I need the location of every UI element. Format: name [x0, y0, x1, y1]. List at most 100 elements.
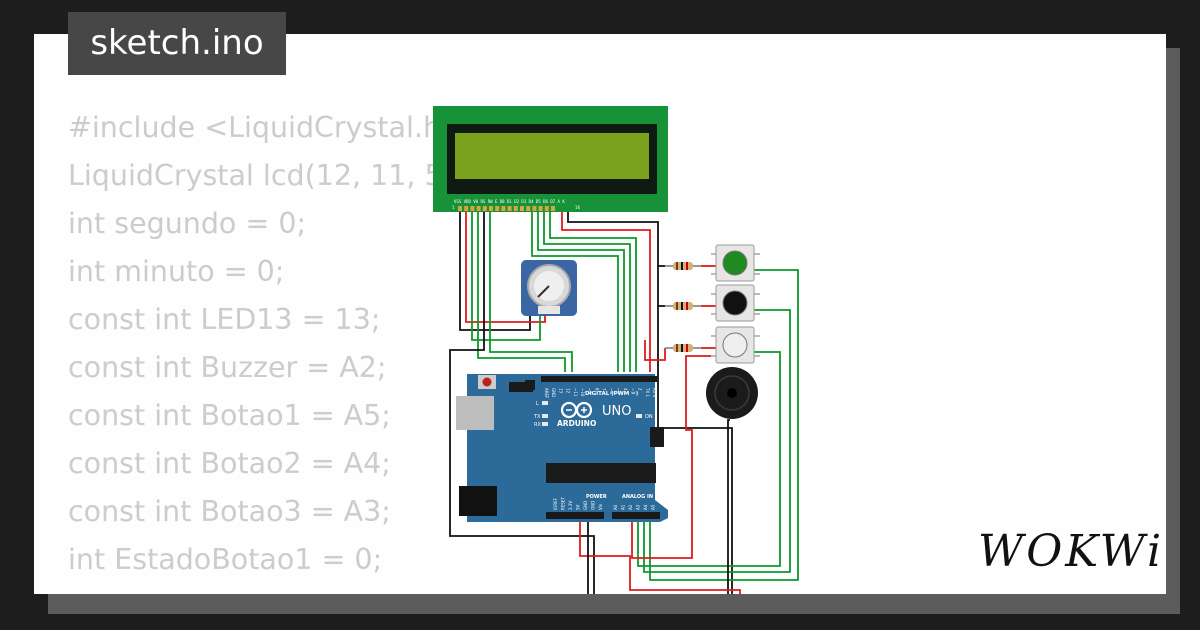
- pin-label: 4: [623, 388, 628, 391]
- on-led: [636, 414, 642, 418]
- pin-label: Vin: [598, 503, 603, 510]
- pin-label: GND: [591, 501, 596, 510]
- lcd-pin-labels: VSS VDD V0 RS RW E D0 D1 D2 D3 D4 D5 D6 …: [454, 199, 565, 204]
- l-led: [542, 401, 548, 405]
- l-led-label: L: [536, 401, 539, 407]
- pin-label: 12: [566, 388, 571, 394]
- code-line: int segundo = 0;: [68, 207, 307, 240]
- atmega-chip: [546, 463, 656, 483]
- pushbutton-2[interactable]: [711, 284, 760, 322]
- wires: [449, 212, 799, 594]
- pin-label: A4: [643, 504, 648, 510]
- lcd-pin: [544, 206, 549, 211]
- lcd-pin: [476, 206, 481, 211]
- wire-lcd-d6: [543, 212, 631, 372]
- wire-lcd-v0: [471, 212, 541, 341]
- lcd-display: VSS VDD V0 RS RW E D0 D1 D2 D3 D4 D5 D6 …: [433, 106, 668, 212]
- power-jack: [459, 486, 497, 516]
- resistor-2: [665, 302, 701, 310]
- code-line: const int Botao1 = A5;: [68, 399, 391, 432]
- pushbutton-cap: [722, 290, 748, 316]
- pin-label: GND: [551, 388, 556, 397]
- analog-header: [612, 512, 660, 519]
- wire-lcd-vdd: [465, 212, 546, 323]
- code-line: int minuto = 0;: [68, 255, 285, 288]
- analog-header-label: ANALOG IN: [622, 494, 653, 500]
- code-line: #include <LiquidCrystal.h>: [68, 111, 465, 144]
- wire-lcd-e: [489, 212, 573, 372]
- potentiometer: [521, 260, 577, 316]
- lcd-pin: [501, 206, 506, 211]
- wire-5v: [579, 520, 741, 594]
- lcd-pin-first: 1: [452, 205, 455, 210]
- pushbutton-cap: [722, 250, 748, 276]
- pin-label: A2: [628, 504, 633, 510]
- lcd-pin: [495, 206, 500, 211]
- digital-header: [541, 376, 657, 382]
- pin-label: RX 0: [652, 388, 657, 398]
- tx-label: TX: [533, 414, 541, 420]
- pin-label: A1: [621, 504, 626, 510]
- lcd-pin-last: 16: [575, 205, 581, 210]
- pushbutton-3[interactable]: [711, 326, 760, 364]
- wire-lcd-d5: [537, 212, 625, 372]
- buzzer: [706, 367, 758, 419]
- pin-label: ~11: [573, 388, 578, 397]
- wire-lcd-a: [561, 212, 651, 372]
- wire-buzzer-gnd: [727, 419, 730, 594]
- lcd-pin: [526, 206, 531, 211]
- pin-label: 2: [638, 388, 643, 391]
- wire-btn3-a3: [637, 351, 781, 567]
- wire-res3: [644, 340, 666, 361]
- code-line: int EstadoBotao1 = 0;: [68, 543, 383, 576]
- lcd-pin: [458, 206, 462, 211]
- pin-label: TX 1: [645, 387, 650, 397]
- code-line: const int Botao2 = A4;: [68, 447, 391, 480]
- pushbutton-cap: [722, 332, 748, 358]
- wokwi-logo: WOKWi: [978, 526, 1165, 577]
- pin-label: ~3: [630, 388, 635, 394]
- wire-lcd-d4: [531, 212, 619, 372]
- board-model: UNO: [602, 404, 631, 419]
- pin-label: ~10: [580, 388, 585, 397]
- pin-label: ~6: [609, 388, 614, 394]
- resistor-3: [665, 344, 701, 352]
- pin-label: A0: [613, 504, 618, 510]
- code-line: int EstadoBotao2 = 0;: [68, 584, 572, 594]
- arduino-logo-icon: [560, 401, 593, 419]
- pin-label: RESET: [561, 497, 566, 510]
- lcd-pin: [464, 206, 469, 211]
- lcd-pin: [482, 206, 487, 211]
- pin-label: A3: [636, 504, 641, 510]
- pin-label: 13: [558, 388, 563, 394]
- rx-led: [542, 422, 548, 426]
- lcd-pin: [489, 206, 493, 211]
- on-label: ON: [645, 414, 653, 420]
- wire-btn1-a5: [649, 269, 799, 581]
- resistor-1: [665, 262, 701, 270]
- board-brand: ARDUINO: [557, 419, 596, 428]
- code-line: const int Buzzer = A2;: [68, 351, 387, 384]
- wire-lcd-d7: [549, 212, 637, 372]
- reset-button: [482, 377, 492, 387]
- lcd-pin: [520, 206, 524, 211]
- preview-card: #include <LiquidCrystal.h>LiquidCrystal …: [34, 34, 1166, 594]
- wire-lcd-vss: [459, 212, 531, 331]
- file-tab[interactable]: sketch.ino: [68, 12, 286, 75]
- pin-label: ~9: [587, 388, 592, 394]
- pin-label: ~5: [616, 388, 621, 394]
- wire-btn2-a4: [643, 309, 791, 573]
- digital-header-label: DIGITAL (PWM ~): [585, 391, 639, 397]
- pushbutton-1[interactable]: [711, 244, 760, 282]
- pin-label: 7: [602, 388, 607, 391]
- wire-lcd-rw: [449, 212, 595, 594]
- power-header-label: POWER: [586, 494, 607, 500]
- pin-label: A5: [651, 504, 656, 510]
- wire-lcd-k: [567, 212, 733, 594]
- lcd-pin-header: [458, 206, 555, 211]
- circuit-diagram: VSS VDD V0 RS RW E D0 D1 D2 D3 D4 D5 D6 …: [433, 106, 799, 594]
- rx-label: RX: [534, 422, 541, 428]
